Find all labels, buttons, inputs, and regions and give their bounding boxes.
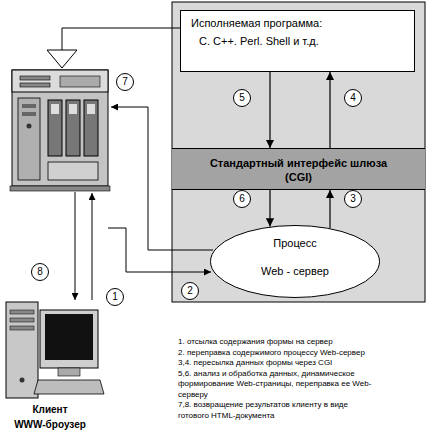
node-text: Исполняемая программа: <box>191 17 322 29</box>
client-node: КлиентWWW-броузер <box>0 402 100 442</box>
callout-number: 8 <box>31 263 49 281</box>
callout-number: 6 <box>233 190 251 208</box>
callout-number: 1 <box>106 288 124 306</box>
note-text: 3,4. пересылка данных формы через CGI <box>178 358 332 369</box>
node-text: Клиент <box>0 404 100 415</box>
node-text: Web - сервер <box>210 265 380 277</box>
request-arrow <box>92 193 93 300</box>
note-text: 5,6. анализ и обработка данных, динамиче… <box>178 369 378 401</box>
note-text: 2. переправка содержимого процессу Web-с… <box>178 348 365 359</box>
note-text: 7,8. возвращение результатов клиенту в в… <box>178 400 378 421</box>
process-ellipse: ПроцессWeb - сервер <box>210 225 380 298</box>
gateway-panel <box>172 2 425 302</box>
node-text: Стандартный интерфейс шлюза (CGI) <box>206 156 391 184</box>
ellipse-outline <box>210 225 380 298</box>
server-symbol <box>10 70 110 191</box>
callout-number: 5 <box>233 89 251 107</box>
client-computer-symbol <box>6 302 104 398</box>
hollow-arrowhead <box>47 50 77 68</box>
note-text: 1. отсылка содержания формы на сервер <box>178 337 333 348</box>
callout-number: 4 <box>344 89 362 107</box>
ellipse-shape <box>211 226 380 298</box>
request-line <box>108 228 211 272</box>
data-arrow <box>329 72 330 148</box>
program-box: Исполняемая программа: C. C++. Perl. Shel… <box>180 10 415 72</box>
data-arrow <box>269 72 270 148</box>
node-text: Процесс <box>210 237 380 249</box>
node-text: WWW-броузер <box>0 419 100 430</box>
data-arrow <box>329 190 330 228</box>
cgi-band: Стандартный интерфейс шлюза (CGI) <box>172 148 425 190</box>
response-arrow <box>75 192 76 300</box>
node-text: C. C++. Perl. Shell и т.д. <box>199 35 319 47</box>
callout-number: 2 <box>181 282 199 300</box>
data-arrow <box>269 190 270 227</box>
callout-number: 3 <box>344 190 362 208</box>
callout-number: 7 <box>116 73 134 91</box>
return-line <box>62 28 180 50</box>
